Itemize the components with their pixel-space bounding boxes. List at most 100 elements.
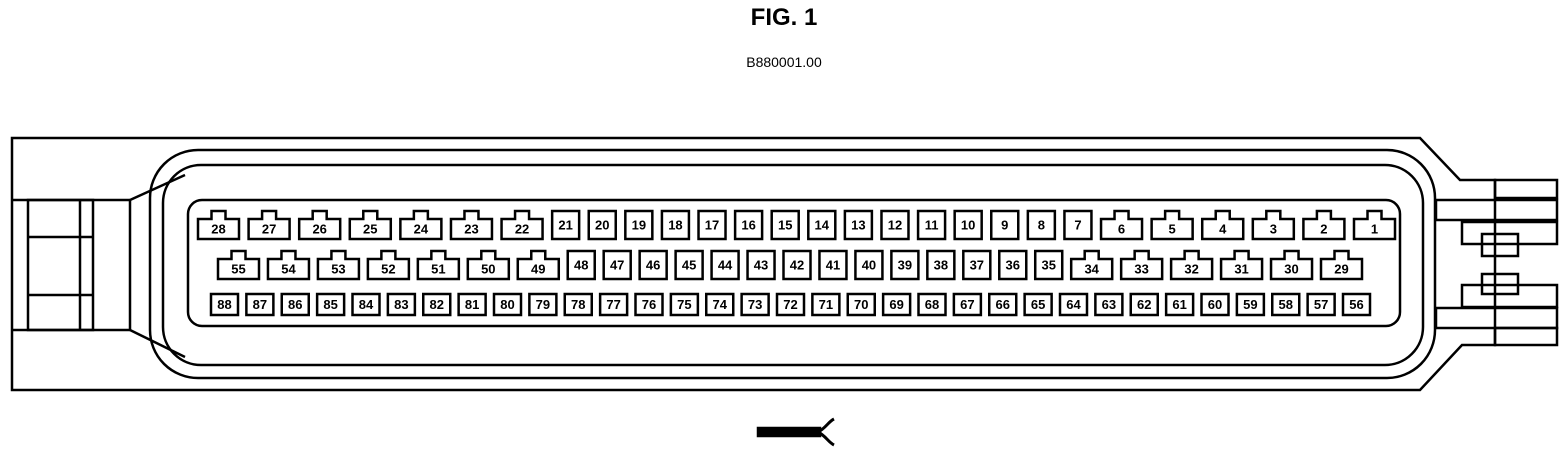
row1-pin-14: 14: [807, 209, 837, 241]
pin-label: 81: [465, 297, 479, 312]
row2-pin-34: 34: [1069, 249, 1114, 281]
row3-pin-62: 62: [1129, 292, 1159, 317]
pin-outline: [770, 209, 800, 241]
row1-pin-18: 18: [660, 209, 691, 241]
row3-pin-72: 72: [775, 292, 806, 317]
pin-outline: [1200, 292, 1230, 317]
pin-outline: [1026, 209, 1057, 241]
pin-label: 52: [381, 261, 395, 276]
pin-label: 53: [331, 261, 345, 276]
pin-label: 80: [500, 297, 514, 312]
row2-pin-52: 52: [366, 249, 411, 281]
pin-label: 33: [1134, 261, 1148, 276]
pin-label: 73: [748, 297, 762, 312]
pin-outline: [386, 292, 417, 317]
pin-label: 65: [1031, 297, 1045, 312]
pin-outline: [1235, 292, 1266, 317]
pin-outline: [674, 249, 704, 281]
row3-pin-63: 63: [1094, 292, 1124, 317]
pin-label: 86: [288, 297, 302, 312]
row1-pin-4: 4: [1200, 209, 1245, 241]
row3-pin-80: 80: [492, 292, 523, 317]
pin-outline: [466, 249, 511, 281]
figure-title: FIG. 1: [750, 4, 818, 31]
row1-pin-10: 10: [953, 209, 983, 241]
row3-pin-61: 61: [1164, 292, 1195, 317]
pin-label: 28: [211, 221, 225, 236]
pin-label: 30: [1284, 261, 1298, 276]
pin-outline: [1033, 249, 1064, 281]
row3-pin-68: 68: [917, 292, 947, 317]
pin-label: 25: [363, 221, 377, 236]
pin-outline: [669, 292, 700, 317]
pin-label: 7: [1074, 217, 1081, 232]
pin-label: 84: [359, 297, 374, 312]
pin-label: 36: [1006, 257, 1020, 272]
row3-pin-70: 70: [846, 292, 876, 317]
pin-outline: [1094, 292, 1124, 317]
row2-pin-36: 36: [998, 249, 1028, 281]
pin-label: 61: [1172, 297, 1186, 312]
pin-label: 12: [888, 217, 902, 232]
pin-label: 39: [898, 257, 912, 272]
row3-pin-76: 76: [634, 292, 664, 317]
row2-pin-30: 30: [1269, 249, 1314, 281]
pin-label: 50: [481, 261, 495, 276]
pin-outline: [733, 209, 764, 241]
pin-outline: [500, 209, 544, 241]
pin-label: 26: [312, 221, 326, 236]
pin-label: 34: [1084, 261, 1099, 276]
pin-label: 31: [1234, 261, 1248, 276]
row2-pin-51: 51: [416, 249, 461, 281]
pin-outline: [880, 209, 910, 241]
figure-code: B880001.00: [746, 54, 822, 70]
pin-outline: [516, 249, 561, 281]
row1-pin-28: 28: [196, 209, 241, 241]
row3-pin-86: 86: [280, 292, 310, 317]
row3-pin-59: 59: [1235, 292, 1266, 317]
pin-outline: [746, 249, 776, 281]
pin-label: 16: [741, 217, 755, 232]
pin-label: 37: [970, 257, 984, 272]
pin-outline: [1341, 292, 1372, 317]
pin-outline: [807, 209, 837, 241]
pin-outline: [297, 209, 342, 241]
row3-pin-85: 85: [315, 292, 346, 317]
row3-pin-69: 69: [881, 292, 912, 317]
row3-pin-65: 65: [1023, 292, 1053, 317]
row3-pin-74: 74: [705, 292, 735, 317]
pin-label: 17: [705, 217, 719, 232]
row1-pin-16: 16: [733, 209, 764, 241]
pin-label: 8: [1038, 217, 1045, 232]
pin-label: 55: [231, 261, 245, 276]
row2-pin-39: 39: [890, 249, 920, 281]
row3-pin-83: 83: [386, 292, 417, 317]
pin-outline: [990, 209, 1020, 241]
row1-pin-21: 21: [550, 209, 581, 241]
row3-pin-75: 75: [669, 292, 700, 317]
pin-outline: [1164, 292, 1195, 317]
pin-outline: [1099, 209, 1144, 241]
pin-outline: [638, 249, 668, 281]
row2-pin-42: 42: [782, 249, 812, 281]
pin-outline: [1306, 292, 1336, 317]
pin-outline: [416, 249, 461, 281]
pin-outline: [449, 209, 494, 241]
row2-pin-46: 46: [638, 249, 668, 281]
pin-outline: [998, 249, 1028, 281]
row2-pin-45: 45: [674, 249, 704, 281]
row3-pin-64: 64: [1058, 292, 1089, 317]
pin-label: 27: [262, 221, 276, 236]
pin-outline: [316, 249, 361, 281]
pin-outline: [962, 249, 992, 281]
pin-label: 43: [754, 257, 768, 272]
row2-pin-37: 37: [962, 249, 992, 281]
pin-label: 82: [430, 297, 444, 312]
pin-outline: [457, 292, 487, 317]
row1-pin-27: 27: [247, 209, 291, 241]
pin-label: 19: [632, 217, 646, 232]
pin-outline: [196, 209, 241, 241]
pin-label: 21: [558, 217, 572, 232]
pin-label: 38: [934, 257, 948, 272]
pin-outline: [587, 209, 617, 241]
